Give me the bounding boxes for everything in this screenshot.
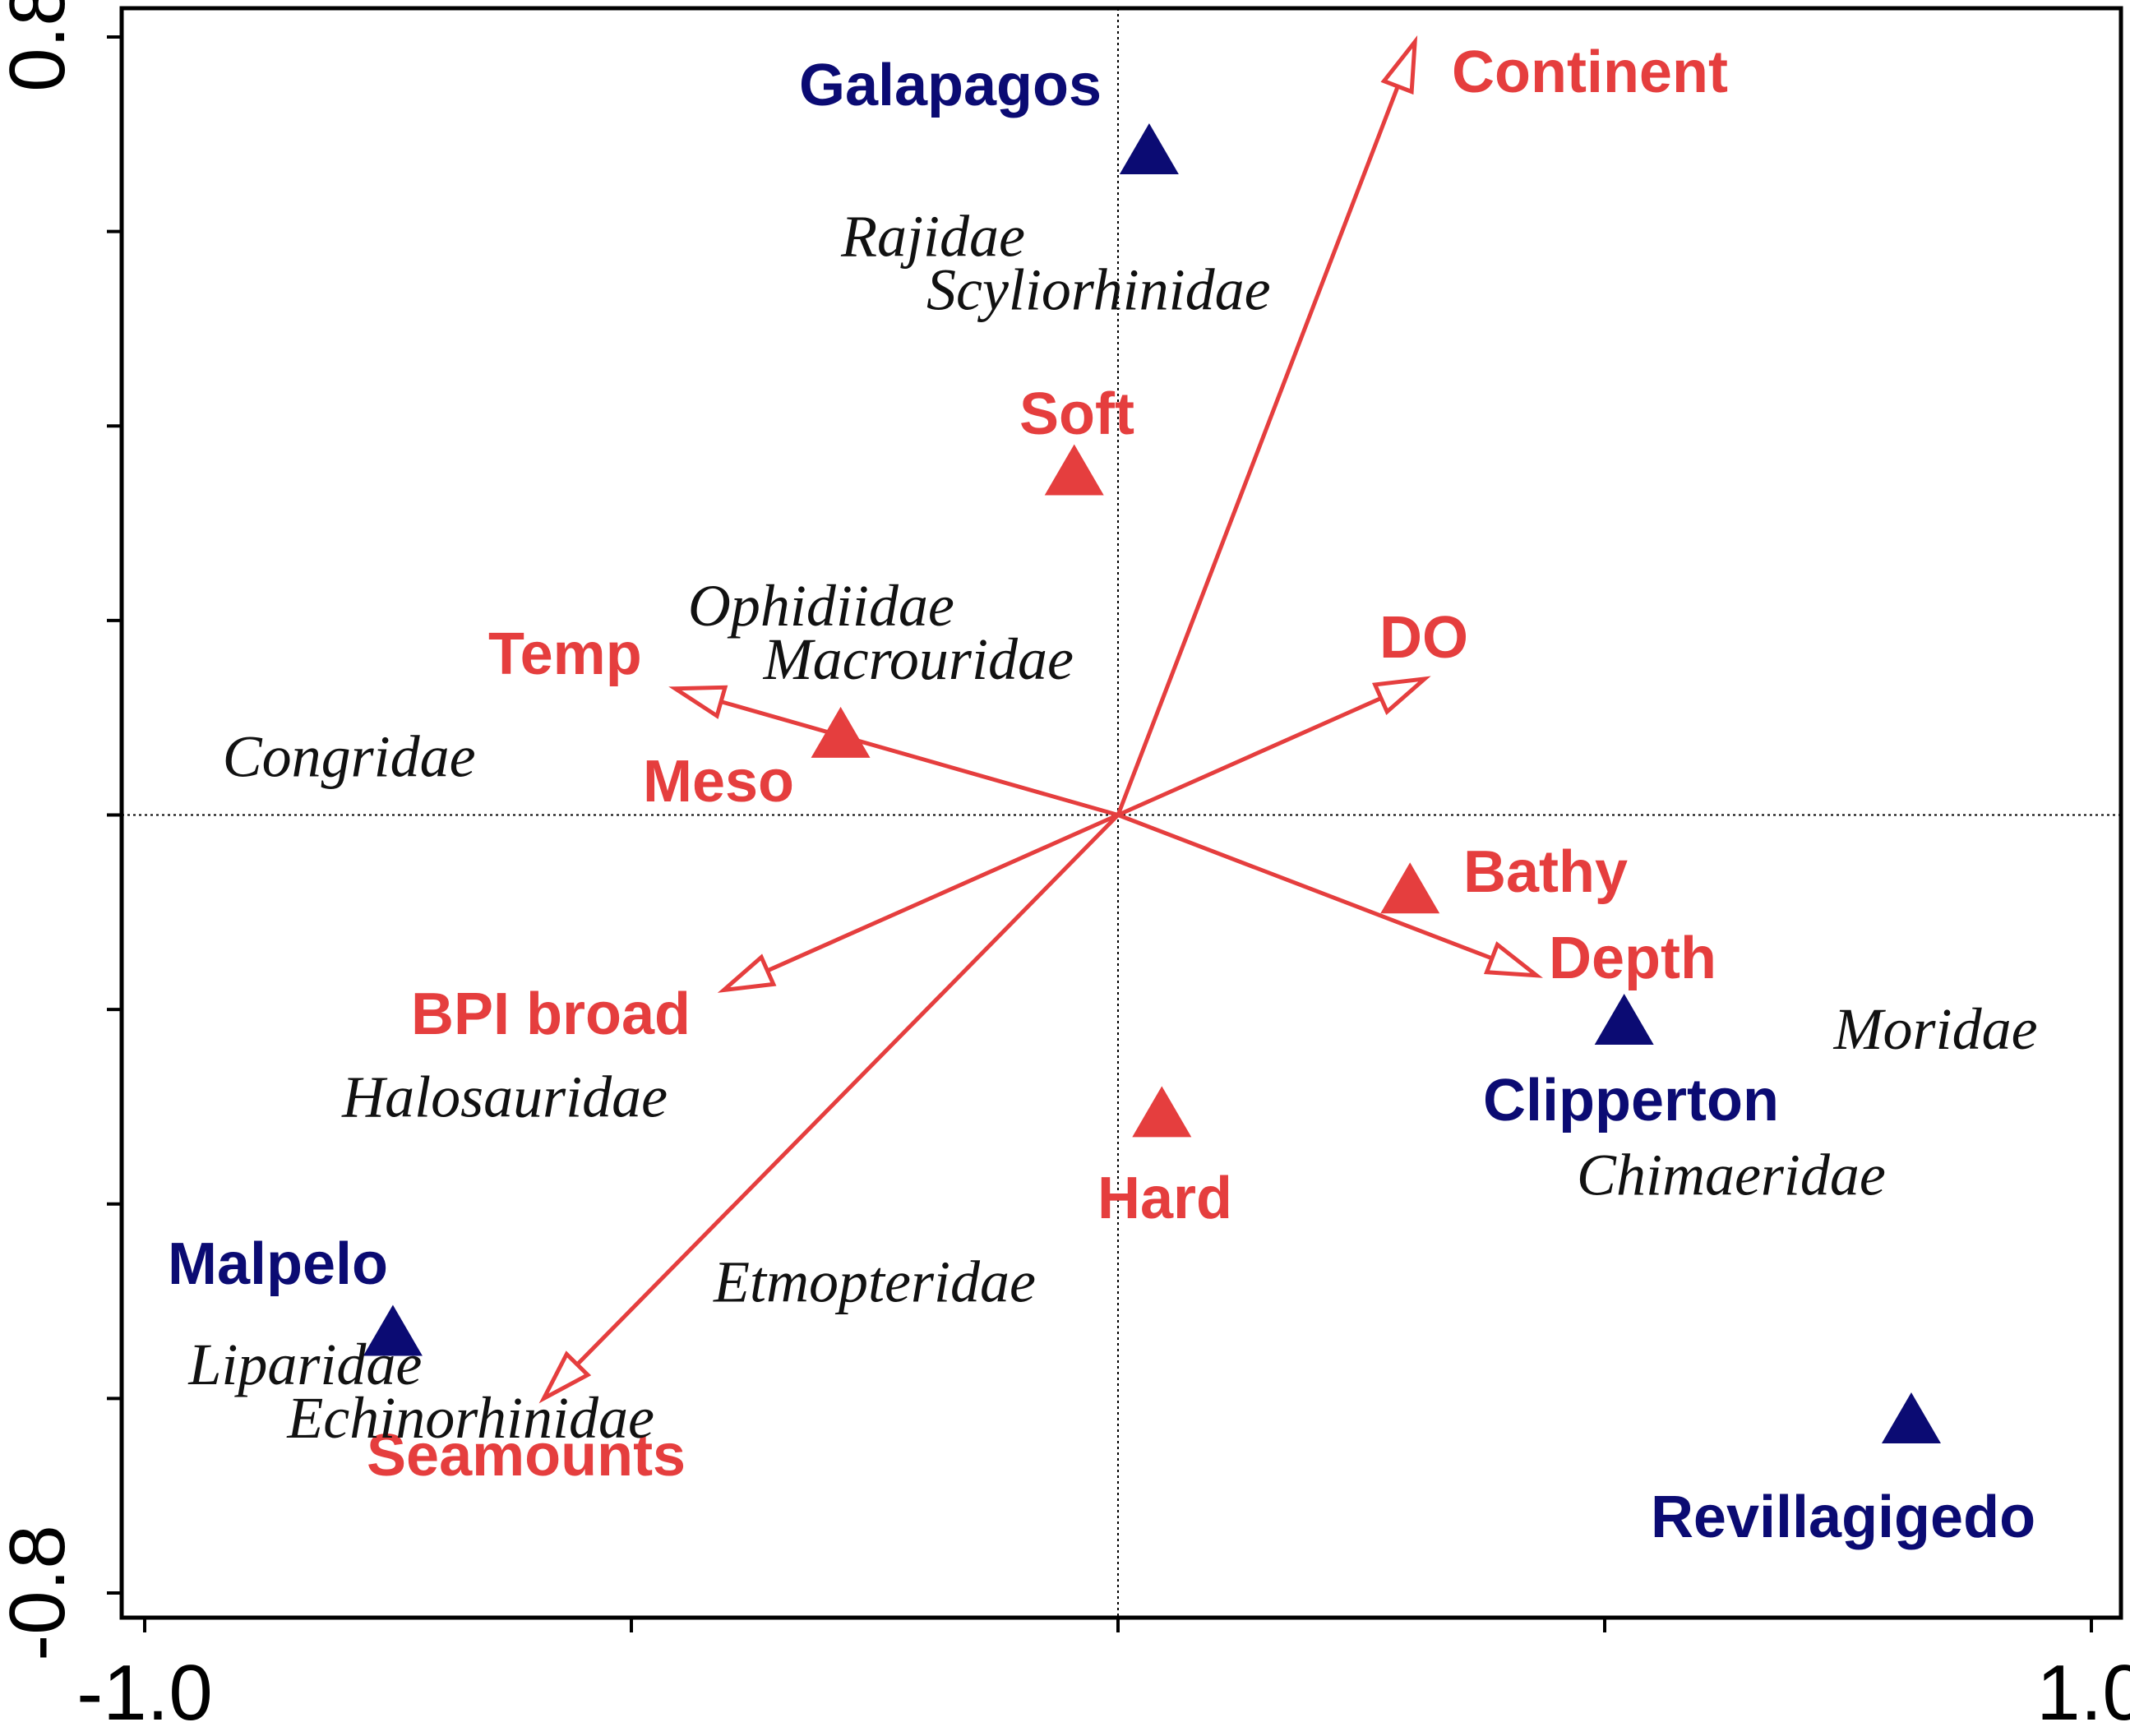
env-vector-arrowhead — [668, 685, 728, 719]
plot-border — [119, 6, 2123, 1620]
site-label: Clipperton — [1483, 1068, 1779, 1133]
env-vector-label: Temp — [488, 621, 642, 687]
site-triangle — [1881, 1392, 1941, 1444]
env-vector-line — [575, 813, 1120, 1366]
env-centroid-triangle — [1132, 1086, 1192, 1138]
taxon-label: Macrouridae — [763, 626, 1074, 692]
taxon-label: Chimaeridae — [1577, 1142, 1886, 1207]
env-centroid-triangle — [1044, 444, 1104, 496]
env-vector-line — [1116, 696, 1382, 817]
taxa-labels: RajidaeScyliorhinidaeOphidiidaeMacrourid… — [187, 204, 2037, 1451]
taxon-label: Etmopteridae — [713, 1249, 1036, 1314]
site-label: Galapagos — [799, 53, 1102, 118]
env-vector-arrowhead — [1371, 676, 1431, 715]
taxon-label: Echinorhinidae — [286, 1385, 654, 1451]
taxon-label: Rajidae — [840, 204, 1025, 270]
env-centroid-label: Soft — [1019, 381, 1134, 447]
env-vector-line — [1116, 85, 1400, 816]
site-triangle — [1119, 123, 1179, 175]
reference-lines — [122, 8, 2121, 1618]
env-vector-arrowhead — [538, 1350, 592, 1404]
taxon-label: Halosauridae — [341, 1064, 668, 1130]
x-tick-label: -1.0 — [76, 1649, 212, 1736]
taxon-label: Moridae — [1833, 996, 2038, 1062]
env-centroid-label: Bathy — [1463, 839, 1628, 905]
env-vector-arrowhead — [717, 953, 777, 993]
env-vector-arrowhead — [1483, 941, 1543, 978]
env-vector-label: Seamounts — [367, 1423, 686, 1489]
taxon-label: Scyliorhinidae — [926, 257, 1271, 323]
env-centroid-triangle — [1380, 862, 1440, 914]
env-vector-label: DO — [1379, 605, 1468, 671]
site-label: Malpelo — [168, 1231, 388, 1297]
plot-frame — [119, 6, 2123, 1620]
x-tick-label: 1.0 — [2036, 1649, 2130, 1736]
env-vector-label: Depth — [1549, 926, 1716, 991]
env-centroid-triangle — [811, 706, 871, 758]
env-vector-arrowhead — [1380, 35, 1418, 95]
env-vector-line — [1117, 813, 1493, 961]
site-triangle — [363, 1304, 423, 1356]
site-triangle — [1594, 993, 1654, 1045]
env-centroid-label: Hard — [1097, 1166, 1232, 1231]
y-tick-label: 0.8 — [0, 0, 81, 92]
env-vector-label: BPI broad — [411, 981, 691, 1047]
y-tick-label: -0.8 — [0, 1525, 81, 1660]
taxon-label: Ophidiidae — [688, 573, 954, 639]
taxon-label: Congridae — [223, 724, 476, 790]
taxon-label: Liparidae — [187, 1332, 422, 1397]
env-centroid-label: Meso — [643, 749, 794, 815]
env-vector-line — [720, 699, 1119, 817]
env-vector-label: Continent — [1452, 39, 1728, 105]
site-label: Revillagigedo — [1651, 1484, 2035, 1550]
env-vector-line — [766, 813, 1120, 973]
